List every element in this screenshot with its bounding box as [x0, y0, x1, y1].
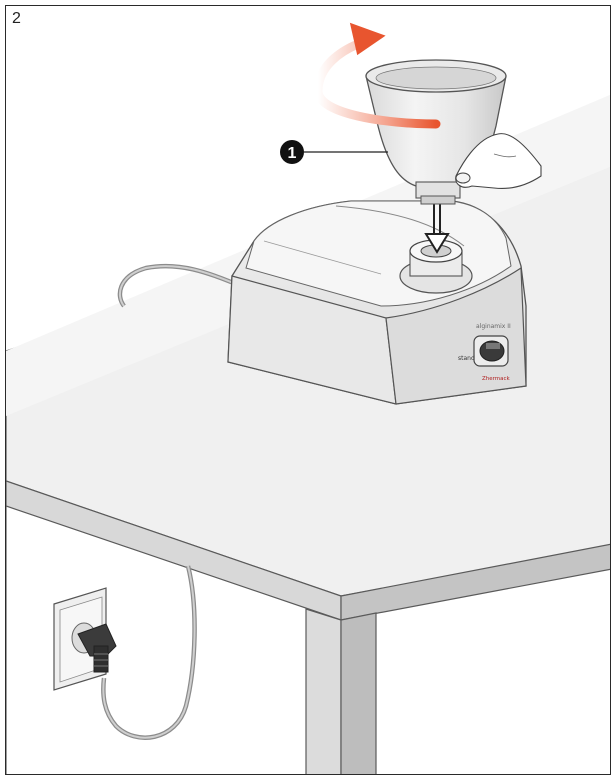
power-cord-hanging	[101, 565, 197, 740]
maker-text: Zhermack	[482, 376, 511, 382]
hand-illustration	[455, 133, 542, 190]
table-edge-right	[340, 543, 610, 621]
table-leg-front-side	[340, 612, 377, 774]
callout-1: 1	[280, 140, 388, 164]
insert-arrow-icon	[424, 203, 450, 254]
rotate-arrow-icon	[313, 22, 441, 129]
switch-label: stand	[458, 355, 475, 362]
table-leg-front	[305, 608, 342, 774]
step-number: 2	[12, 10, 21, 27]
callout-number: 1	[288, 145, 297, 162]
device-brand-text: alginamix II	[476, 323, 511, 330]
illustration-frame: 2	[5, 5, 611, 775]
mixer-installation-illustration: stand alginamix II Zhermack	[6, 22, 610, 774]
mixer-device: stand alginamix II Zhermack	[227, 200, 527, 405]
wall-socket	[53, 587, 117, 691]
